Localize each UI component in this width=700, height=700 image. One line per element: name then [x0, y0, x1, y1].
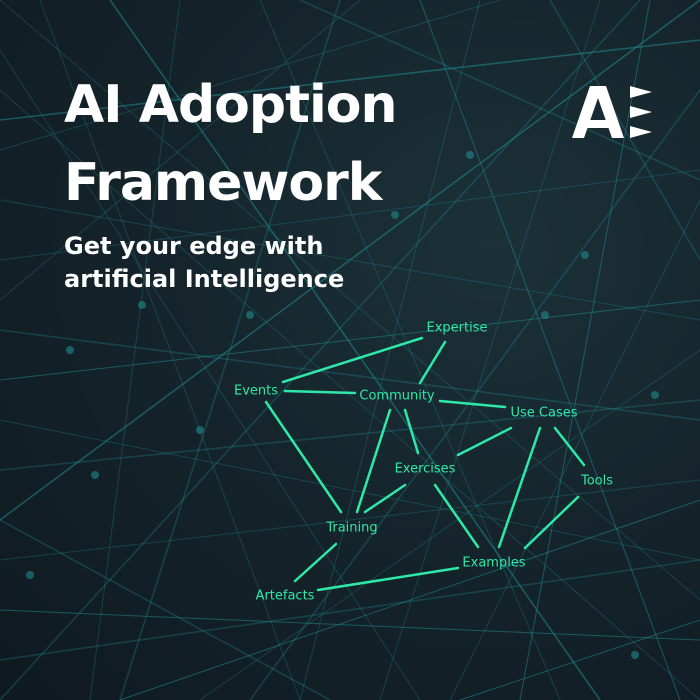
node-label-community: Community — [359, 389, 435, 404]
background-line — [0, 0, 700, 521]
background-line — [419, 0, 681, 700]
background-line — [0, 299, 700, 381]
ae-logo-icon — [572, 86, 652, 138]
background-line — [379, 0, 601, 700]
background-line — [299, 0, 700, 181]
logo-chevron-middle — [630, 106, 652, 118]
background-node-dot — [246, 311, 254, 319]
background-line — [549, 0, 700, 261]
background-node-dot — [631, 651, 639, 659]
headline-line-1: AI Adoption — [64, 75, 398, 135]
node-label-tools: Tools — [580, 474, 613, 489]
edge-events-community — [283, 389, 357, 395]
background-line — [459, 619, 700, 700]
edge-use_cases-examples — [497, 426, 542, 549]
background-line — [0, 89, 700, 700]
background-line — [519, 0, 651, 700]
edge-events-training — [264, 400, 343, 514]
background-line — [199, 349, 700, 700]
background-node-dot — [196, 426, 204, 434]
edge-artefacts-examples — [316, 566, 460, 592]
logo-letter-a — [572, 86, 624, 138]
node-label-expertise: Expertise — [427, 321, 488, 336]
background-node-dot — [26, 571, 34, 579]
background-line — [109, 0, 601, 700]
background-node-dot — [541, 311, 549, 319]
background-line — [0, 0, 501, 151]
background-line — [0, 49, 421, 700]
background-line — [249, 89, 700, 700]
node-label-training: Training — [325, 521, 377, 536]
node-label-use-cases: Use Cases — [510, 406, 577, 421]
background-line — [0, 0, 700, 601]
logo-chevron-top — [630, 86, 652, 98]
background-node-dot — [66, 346, 74, 354]
background-line — [89, 0, 181, 700]
edge-tools-examples — [523, 495, 580, 550]
edge-community-training — [355, 408, 392, 514]
edge-training-artefacts — [293, 542, 338, 583]
node-label-artefacts: Artefacts — [256, 589, 315, 604]
background-node-dot — [391, 211, 399, 219]
background-line — [0, 419, 700, 561]
background-node-dot — [138, 301, 146, 309]
background-line — [0, 479, 700, 561]
logo-a-crossbar — [587, 120, 609, 128]
edge-use_cases-tools — [553, 426, 586, 467]
background-line — [449, 199, 700, 700]
edge-community-use_cases — [438, 399, 507, 409]
background-line — [0, 169, 700, 261]
background-line — [0, 0, 361, 301]
background-line — [259, 0, 561, 700]
network-edges — [264, 336, 586, 592]
background-line — [299, 0, 481, 700]
background-line — [0, 519, 331, 700]
headline-line-2: Framework — [64, 153, 382, 213]
background-node-dot — [466, 151, 474, 159]
background-line — [0, 0, 641, 700]
background-line — [0, 559, 700, 661]
node-label-exercises: Exercises — [395, 462, 456, 477]
background-node-dot — [581, 251, 589, 259]
subheadline-line-1: Get your edge with — [64, 232, 324, 260]
background-line — [39, 0, 301, 700]
edge-exercises-examples — [433, 483, 480, 549]
background-node-dot — [651, 391, 659, 399]
edge-community-expertise — [418, 340, 447, 385]
background-line — [0, 329, 700, 421]
edge-exercises-training — [363, 483, 407, 514]
edge-events-expertise — [281, 336, 424, 384]
background-line — [0, 399, 700, 471]
node-label-examples: Examples — [462, 556, 525, 571]
edge-exercises-use_cases — [456, 426, 513, 457]
background-node-dot — [91, 471, 99, 479]
node-label-events: Events — [234, 384, 278, 399]
background-line — [0, 609, 700, 641]
headline: AI Adoption Framework — [64, 66, 398, 222]
background-line — [0, 39, 700, 121]
background-line — [119, 499, 700, 700]
subheadline: Get your edge with artificial Intelligen… — [64, 230, 344, 296]
subheadline-line-2: artificial Intelligence — [64, 265, 345, 293]
edge-community-exercises — [403, 408, 420, 455]
logo-chevron-bottom — [630, 126, 652, 138]
